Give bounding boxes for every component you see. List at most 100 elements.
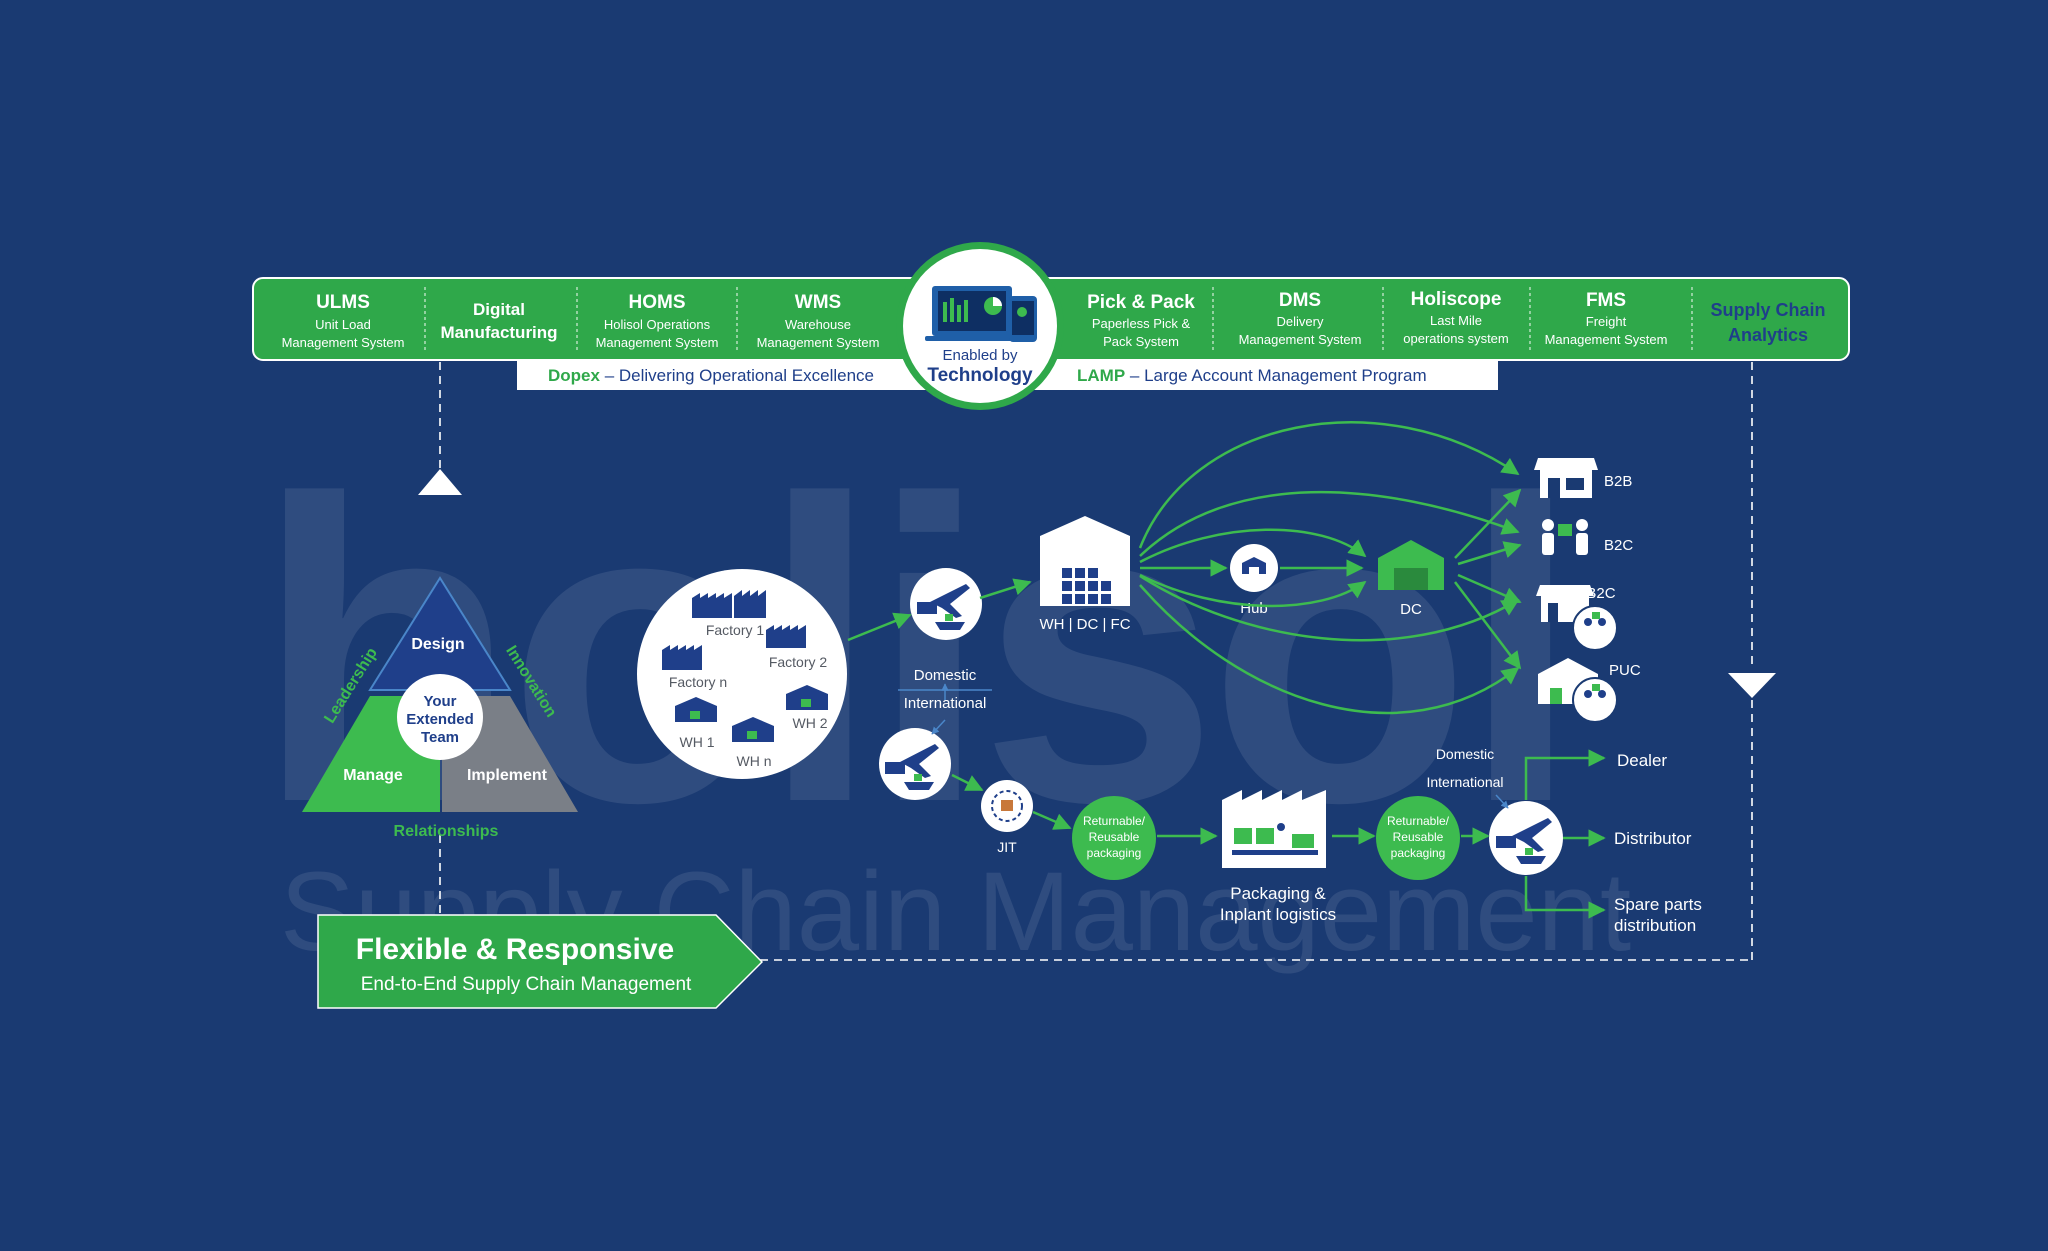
- module-pick-pack[interactable]: Pick & Pack Paperless Pick & Pack System: [1087, 292, 1195, 349]
- returnable-line-2: Reusable: [1089, 830, 1140, 844]
- label-international: International: [904, 695, 987, 712]
- label-distributor: Distributor: [1614, 829, 1692, 848]
- warehouse-icon: [675, 685, 828, 742]
- returnable-line-1: Returnable/: [1387, 814, 1450, 828]
- module-sub: Last Mile: [1430, 313, 1482, 328]
- transport-domestic: [910, 568, 982, 640]
- label-international-2: International: [1426, 774, 1503, 790]
- module-sub: Paperless Pick &: [1092, 316, 1191, 331]
- module-title: FMS: [1586, 290, 1626, 311]
- puc-node: [1538, 658, 1618, 723]
- up-arrow-icon: [418, 469, 462, 495]
- down-arrow-icon: [1728, 673, 1776, 698]
- flexible-banner: Flexible & Responsive End-to-End Supply …: [317, 914, 764, 1009]
- module-digital-manufacturing[interactable]: Digital Manufacturing: [440, 300, 557, 342]
- upper-flow-arrows: [847, 421, 1522, 715]
- module-sub: Freight: [1586, 314, 1627, 329]
- returnable-line-2: Reusable: [1393, 830, 1444, 844]
- module-sub: Management System: [757, 335, 880, 350]
- module-title-2: Manufacturing: [440, 323, 557, 342]
- module-holiscope[interactable]: Holiscope Last Mile operations system: [1403, 289, 1509, 346]
- label-jit: JIT: [997, 839, 1017, 855]
- label-relationships: Relationships: [394, 823, 499, 840]
- returnable-line-1: Returnable/: [1083, 814, 1146, 828]
- label-manage: Manage: [343, 767, 403, 784]
- label-spare-2: distribution: [1614, 916, 1696, 935]
- dopex-line: Dopex – Delivering Operational Excellenc…: [548, 366, 874, 385]
- module-sub: operations system: [1403, 331, 1509, 346]
- module-title: Pick & Pack: [1087, 292, 1195, 313]
- label-b2b: B2B: [1604, 473, 1632, 490]
- team-circle: [397, 674, 483, 760]
- module-sub: Holisol Operations: [604, 317, 711, 332]
- banner-subtitle: End-to-End Supply Chain Management: [361, 974, 692, 995]
- label-b2c: B2C: [1604, 537, 1633, 554]
- label-domestic: Domestic: [914, 667, 977, 684]
- jit-node: [981, 780, 1033, 832]
- module-sub: Management System: [596, 335, 719, 350]
- label-dealer: Dealer: [1617, 751, 1667, 770]
- module-dms[interactable]: DMS Delivery Management System: [1239, 290, 1362, 347]
- label-puc: PUC: [1609, 662, 1641, 679]
- label-packaging-1: Packaging &: [1230, 884, 1326, 903]
- b2b2c-node: [1536, 585, 1618, 651]
- label-wh-dc-fc: WH | DC | FC: [1039, 616, 1130, 633]
- label-dc: DC: [1400, 601, 1422, 618]
- module-wms[interactable]: WMS Warehouse Management System: [757, 292, 880, 350]
- module-fms[interactable]: FMS Freight Management System: [1545, 290, 1668, 347]
- module-analytics[interactable]: Supply Chain Analytics: [1710, 300, 1825, 345]
- label-spare-1: Spare parts: [1614, 895, 1702, 914]
- module-title: DMS: [1279, 290, 1321, 311]
- hub-node: [1230, 544, 1278, 592]
- dc-node: [1378, 540, 1444, 590]
- label-factory-n: Factory n: [669, 674, 727, 690]
- label-wh-n: WH n: [737, 753, 772, 769]
- returnable-packaging-1: Returnable/ Reusable packaging: [1072, 796, 1156, 880]
- label-packaging-2: Inplant logistics: [1220, 905, 1336, 924]
- module-title: Digital: [473, 300, 525, 319]
- label-wh-1: WH 1: [680, 734, 715, 750]
- returnable-line-3: packaging: [1391, 846, 1446, 860]
- module-ulms[interactable]: ULMS Unit Load Management System: [282, 292, 405, 350]
- label-factory-1: Factory 1: [706, 622, 765, 638]
- lower-flow-arrows: [951, 749, 1606, 919]
- badge-small-text: Enabled by: [942, 347, 1018, 364]
- label-b2b2c: B2B2C: [1568, 585, 1616, 602]
- devices-icon: [925, 286, 1037, 342]
- label-center-2: Extended: [406, 711, 474, 728]
- technology-badge[interactable]: Enabled by Technology: [896, 242, 1064, 410]
- returnable-packaging-2: Returnable/ Reusable packaging: [1376, 796, 1460, 880]
- lamp-name: LAMP: [1077, 366, 1125, 385]
- module-title: Supply Chain: [1710, 300, 1825, 320]
- dopex-desc: – Delivering Operational Excellence: [600, 366, 874, 385]
- label-implement: Implement: [467, 767, 548, 784]
- lamp-line: LAMP – Large Account Management Program: [1077, 366, 1427, 385]
- label-center-1: Your: [423, 693, 456, 710]
- transport-international: [879, 728, 951, 800]
- module-title: HOMS: [629, 292, 686, 313]
- badge-big-text: Technology: [927, 365, 1033, 386]
- dopex-name: Dopex: [548, 366, 601, 385]
- module-sub: Management System: [1239, 332, 1362, 347]
- module-homs[interactable]: HOMS Holisol Operations Management Syste…: [596, 292, 719, 350]
- label-factory-2: Factory 2: [769, 654, 828, 670]
- label-center-3: Team: [421, 729, 459, 746]
- lamp-desc: – Large Account Management Program: [1125, 366, 1426, 385]
- module-sub: Pack System: [1103, 334, 1179, 349]
- factory-icon: [662, 590, 806, 670]
- team-triangle: Design Manage Implement Your Extended Te…: [302, 576, 578, 840]
- banner-title: Flexible & Responsive: [356, 933, 674, 966]
- module-sub: Management System: [282, 335, 405, 350]
- factory-cluster: Factory 1 Factory 2 Factory n WH 1 WH 2 …: [637, 569, 847, 779]
- top-bar-dividers: [424, 287, 1693, 352]
- module-sub: Warehouse: [785, 317, 851, 332]
- module-sub: Delivery: [1277, 314, 1324, 329]
- transport-outbound: [1489, 801, 1563, 875]
- warehouse-wh-dc-fc: [1040, 516, 1130, 606]
- dashed-frame: [439, 362, 1753, 961]
- label-domestic-2: Domestic: [1436, 746, 1494, 762]
- module-title: ULMS: [316, 292, 370, 313]
- b2b-node: [1534, 458, 1598, 498]
